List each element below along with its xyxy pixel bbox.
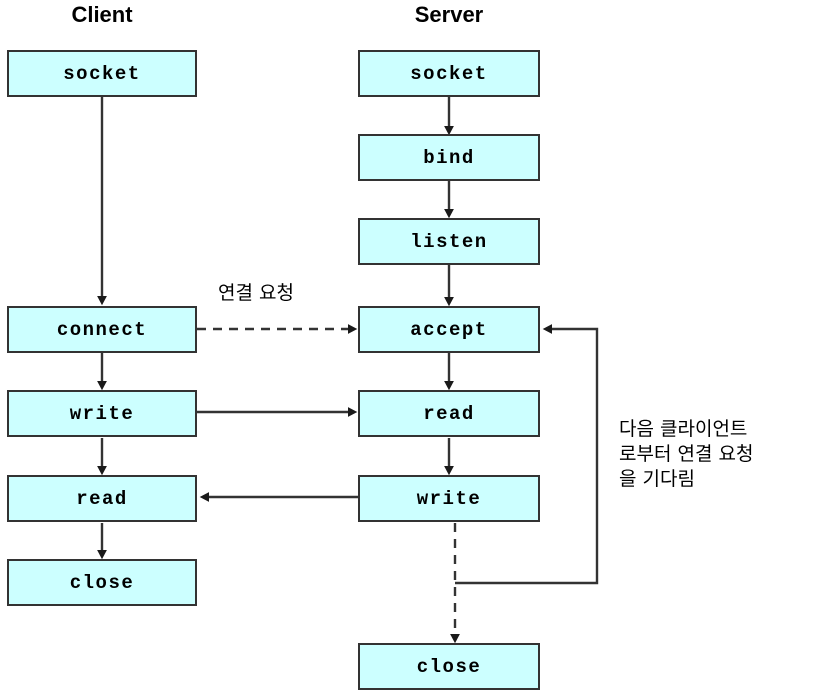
annotation-wait-next-client: 다음 클라이언트 로부터 연결 요청 을 기다림 <box>619 418 754 490</box>
node-label: bind <box>423 146 475 169</box>
node-label: read <box>423 402 475 425</box>
node-server-bind[interactable]: bind <box>358 134 540 181</box>
node-client-read[interactable]: read <box>7 475 197 522</box>
node-client-connect[interactable]: connect <box>7 306 197 353</box>
server-column-title: Server <box>414 2 484 27</box>
node-label: close <box>69 571 135 594</box>
node-label: write <box>69 402 135 425</box>
node-server-write[interactable]: write <box>358 475 540 522</box>
node-label: listen <box>410 230 488 253</box>
node-client-socket[interactable]: socket <box>7 50 197 97</box>
node-server-read[interactable]: read <box>358 390 540 437</box>
annotation-connection-request: 연결 요청 <box>218 282 294 304</box>
node-client-close[interactable]: close <box>7 559 197 606</box>
node-label: close <box>416 655 482 678</box>
node-label: accept <box>410 318 488 341</box>
node-server-accept[interactable]: accept <box>358 306 540 353</box>
client-column-title: Client <box>71 2 133 27</box>
node-client-write[interactable]: write <box>7 390 197 437</box>
node-label: read <box>76 487 128 510</box>
node-label: connect <box>56 318 148 341</box>
node-server-close[interactable]: close <box>358 643 540 690</box>
edge-loop-back-to-accept <box>455 324 599 585</box>
node-server-listen[interactable]: listen <box>358 218 540 265</box>
node-label: write <box>416 487 482 510</box>
node-label: socket <box>63 62 141 85</box>
node-server-socket[interactable]: socket <box>358 50 540 97</box>
node-label: socket <box>410 62 488 85</box>
